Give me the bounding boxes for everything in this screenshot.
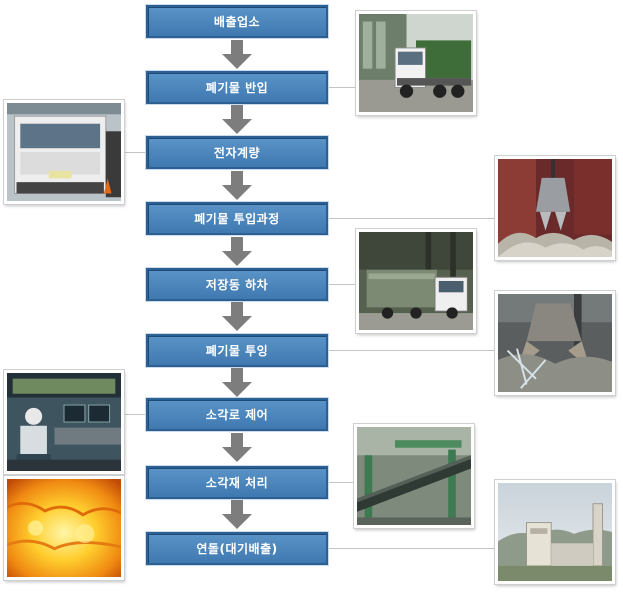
connector-line <box>328 482 356 483</box>
down-arrow-icon <box>222 500 252 529</box>
photo-garbage-truck <box>356 11 476 115</box>
step-box-6: 폐기물 투잉 <box>146 334 328 367</box>
photo-control-room <box>4 370 124 474</box>
connector-line <box>328 87 360 88</box>
step-box-2: 폐기물 반입 <box>146 71 328 104</box>
photo-storage-unloading <box>356 229 476 333</box>
photo-stack-chimney <box>495 480 615 584</box>
down-arrow-icon <box>222 237 252 266</box>
down-arrow-icon <box>222 40 252 69</box>
step-box-8: 소각재 처리 <box>146 466 328 499</box>
connector-line <box>124 152 146 153</box>
connector-line <box>328 284 358 285</box>
photo-grab-crane <box>495 156 615 260</box>
step-box-4: 폐기물 투입과정 <box>146 202 328 235</box>
photo-ash-conveyor <box>354 424 474 528</box>
step-box-1: 배출업소 <box>146 5 328 38</box>
connector-line <box>124 414 146 415</box>
step-box-3: 전자계량 <box>146 136 328 169</box>
connector-line <box>328 548 498 549</box>
down-arrow-icon <box>222 368 252 397</box>
down-arrow-icon <box>222 433 252 462</box>
connector-line <box>328 350 498 351</box>
step-box-7: 소각로 제어 <box>146 398 328 431</box>
connector-line <box>328 218 498 219</box>
down-arrow-icon <box>222 302 252 331</box>
down-arrow-icon <box>222 171 252 200</box>
down-arrow-icon <box>222 105 252 134</box>
photo-weighing-truck <box>4 100 124 204</box>
photo-crane-loading <box>495 291 615 395</box>
photo-incinerator-fire <box>4 476 124 580</box>
step-box-5: 저장동 하차 <box>146 268 328 301</box>
step-box-9: 연돌(대기배출) <box>146 532 328 565</box>
